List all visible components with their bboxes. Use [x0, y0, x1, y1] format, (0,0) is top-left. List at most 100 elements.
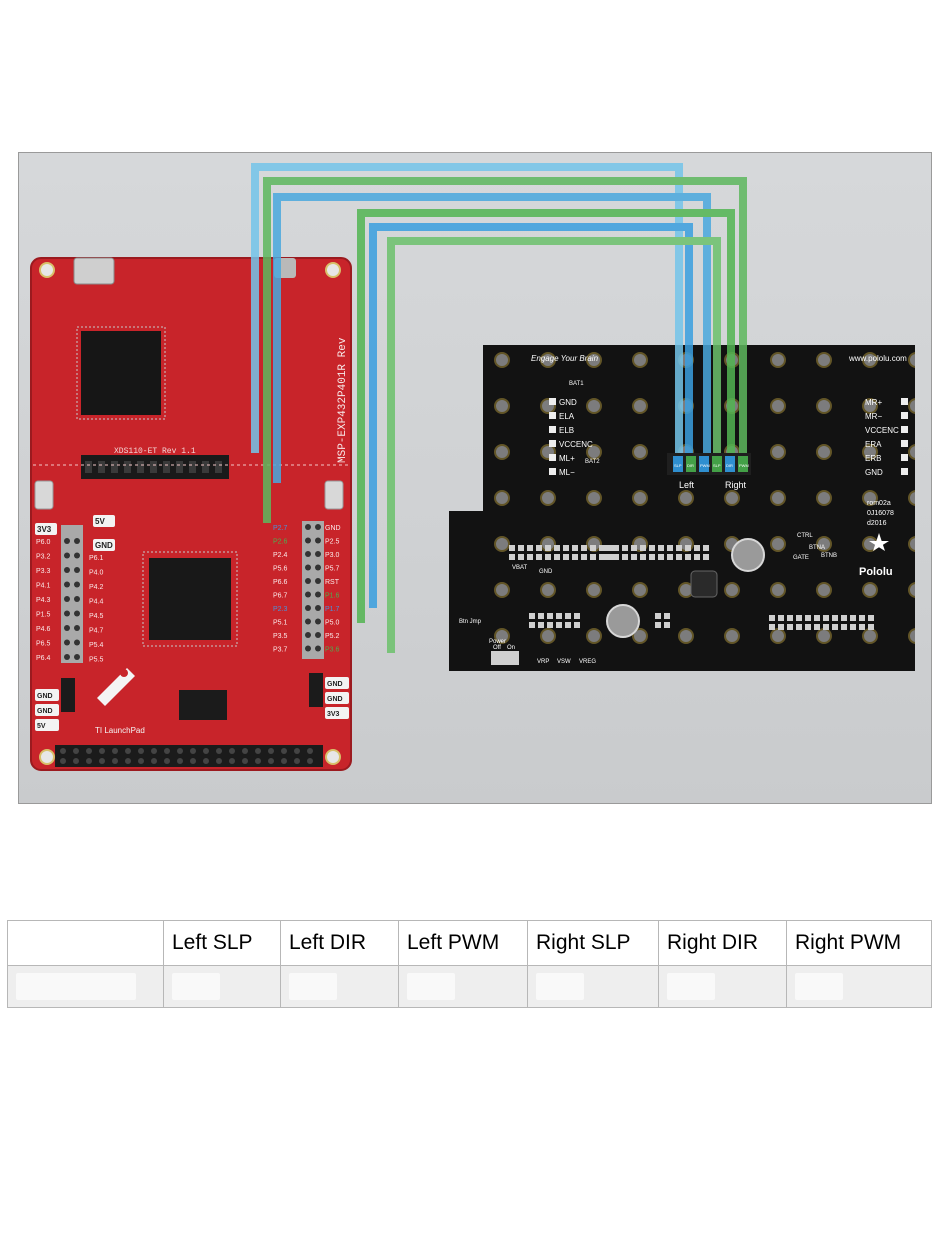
header-pin	[315, 537, 321, 544]
header-right-slp: Right SLP	[527, 920, 659, 966]
power-badge-label: GND	[37, 708, 53, 715]
header-pin	[216, 758, 222, 764]
motor-pin-label: PWM	[700, 463, 710, 468]
power-badge	[93, 539, 115, 551]
pad	[859, 615, 865, 621]
motor-pin	[699, 456, 709, 472]
header-pin	[151, 758, 157, 764]
header-pin	[305, 605, 311, 611]
pad	[658, 545, 664, 551]
header-pin	[315, 591, 321, 598]
header-pin-label: P6.1	[89, 555, 104, 562]
header-pin	[305, 564, 311, 571]
pad	[536, 554, 542, 560]
romi-pin-label: GND	[559, 398, 577, 407]
power-badge-label: GND	[37, 693, 53, 700]
header-pin	[125, 748, 131, 754]
pad	[685, 554, 691, 560]
header-pin-label: P5.6	[273, 566, 288, 573]
jumper-pin	[124, 461, 131, 473]
jumper-wire	[357, 209, 735, 623]
pad	[823, 615, 829, 621]
pad	[640, 545, 646, 551]
pad	[556, 622, 562, 628]
header-pin	[177, 748, 183, 754]
header-pin	[305, 645, 311, 652]
pad	[518, 554, 524, 560]
header-pin	[125, 758, 131, 764]
pad	[613, 554, 619, 560]
header-pin-label: P6.0	[36, 539, 51, 546]
header-pin	[229, 748, 235, 754]
header-pin-label: P4.7	[89, 628, 104, 635]
header-pin	[268, 758, 274, 764]
pad	[529, 622, 535, 628]
header-pin	[305, 632, 311, 638]
romi-misc-label: Btn Jmp	[459, 619, 482, 625]
header-pin	[112, 748, 118, 754]
pad	[554, 554, 560, 560]
header-pin	[64, 581, 70, 588]
romi-misc-label: On	[507, 645, 515, 651]
pad	[901, 454, 908, 461]
header-pin	[315, 524, 321, 530]
pad	[805, 624, 811, 630]
pad	[901, 398, 908, 405]
table-cell	[163, 965, 281, 1008]
pad	[832, 615, 838, 621]
header-pin	[242, 758, 248, 764]
romi-misc-label: GATE	[793, 555, 809, 561]
header-pin-label: P4.0	[89, 570, 104, 577]
wiring-illustration: XDS110-ET Rev 1.1 MSP-EXP432P401R Rev P6…	[30, 163, 915, 771]
pad	[649, 545, 655, 551]
header-pin	[64, 639, 70, 646]
debug-label: XDS110-ET Rev 1.1	[114, 447, 196, 456]
header-pin	[305, 618, 311, 625]
pad	[509, 545, 515, 551]
power-badge	[325, 707, 349, 719]
header-pin-label: P5.1	[273, 620, 288, 627]
pad	[901, 440, 908, 447]
part-number: d2016	[867, 520, 887, 527]
pad	[649, 554, 655, 560]
pad	[549, 468, 556, 475]
header-pin	[64, 567, 70, 573]
jumper-pin	[111, 461, 118, 473]
header-pin-label: P3.7	[273, 647, 288, 654]
jumper-pin	[150, 461, 157, 473]
header-pin-label: P4.3	[36, 597, 51, 604]
pad	[556, 613, 562, 619]
power-badge-label: 5V	[95, 517, 105, 526]
header-pin	[164, 758, 170, 764]
header-pin	[60, 758, 66, 764]
pad	[590, 554, 596, 560]
pad	[608, 545, 614, 551]
header-pin	[305, 578, 311, 584]
jumper-wire	[273, 193, 711, 483]
header-pin	[64, 538, 70, 544]
pad	[590, 545, 596, 551]
pad	[787, 624, 793, 630]
pad	[667, 545, 673, 551]
pad	[901, 412, 908, 419]
jumper-wire	[369, 223, 693, 608]
header-pin-label: P5.5	[89, 657, 104, 664]
header-pin-label: P2.4	[273, 552, 288, 559]
motor-pin	[673, 456, 683, 472]
pad	[850, 624, 856, 630]
romi-pin-label: VCCENC	[559, 440, 593, 449]
header-pin-label: P1.5	[36, 612, 51, 619]
pad	[563, 545, 569, 551]
header-pin	[74, 567, 80, 573]
pad	[604, 554, 610, 560]
pad	[547, 613, 553, 619]
pad	[901, 426, 908, 433]
pad	[901, 468, 908, 475]
header-pin-label: P4.1	[36, 583, 51, 590]
pad	[703, 545, 709, 551]
pad	[565, 622, 571, 628]
power-badge	[35, 704, 59, 716]
header-pin	[177, 758, 183, 764]
header-pin	[151, 748, 157, 754]
header-pin	[315, 632, 321, 638]
